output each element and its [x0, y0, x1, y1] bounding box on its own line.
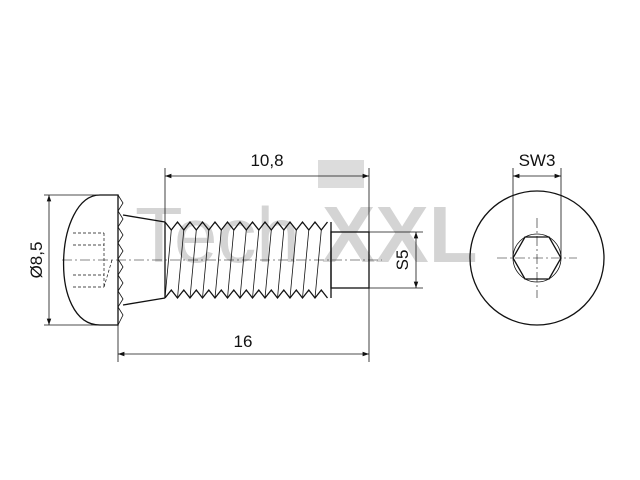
- thread-size-label: S5: [393, 250, 412, 271]
- thread-crest-line: [227, 229, 235, 299]
- dog-point: [330, 231, 370, 289]
- total-length-label: 16: [234, 332, 253, 351]
- thread-crest-line: [202, 229, 210, 299]
- thread-crest-line: [164, 229, 172, 299]
- neck-top: [122, 214, 166, 223]
- screw-side-view: [62, 194, 382, 326]
- thread-crest-line: [314, 229, 322, 299]
- head-diameter-dimension: Ø8,5: [27, 194, 100, 326]
- thread-crest-line: [302, 229, 310, 299]
- thread-crest-line: [289, 229, 297, 299]
- thread-bottom-profile: [164, 288, 329, 300]
- watermark-xxl: XXL: [322, 190, 478, 279]
- head-circle: [469, 190, 605, 326]
- thread-crest-line: [277, 229, 285, 299]
- thread-size-dimension: S5: [369, 231, 423, 289]
- watermark: Tech XXL: [135, 160, 478, 279]
- head-serration: [117, 194, 124, 326]
- neck-bottom: [122, 297, 166, 306]
- thread-crest-line: [189, 229, 197, 299]
- thread-crest-line: [177, 229, 185, 299]
- thread-crest-line: [264, 229, 272, 299]
- thread-crest-line: [214, 229, 222, 299]
- screw-head: [62, 194, 119, 326]
- threaded-section: [164, 220, 332, 300]
- thread-crest-line: [239, 229, 247, 299]
- screw-end-view: SW3: [469, 151, 605, 326]
- thread-length-label: 10,8: [250, 151, 283, 170]
- hex-socket-size-label: SW3: [519, 151, 556, 170]
- thread-length-dimension: 10,8: [164, 151, 370, 232]
- hex-socket-hidden-lines: [73, 232, 113, 288]
- total-length-dimension: 16: [117, 288, 370, 362]
- watermark-tech: Tech: [135, 191, 300, 279]
- thread-crest-line: [252, 229, 260, 299]
- head-diameter-label: Ø8,5: [27, 242, 46, 279]
